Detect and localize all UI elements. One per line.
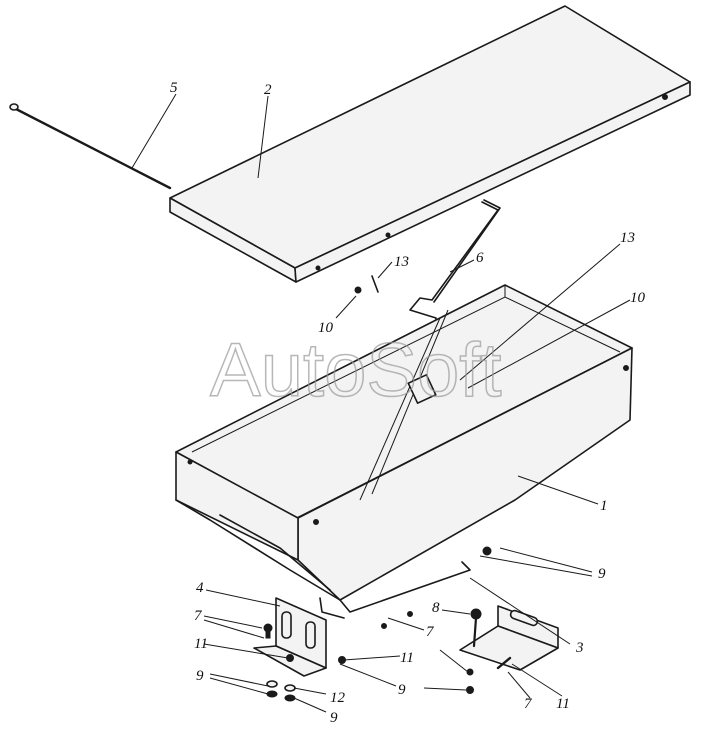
callout-1: 1	[600, 498, 608, 514]
callout-7-right: 7	[524, 696, 533, 712]
callout-3: 3	[575, 640, 584, 656]
callout-9-bottom: 9	[330, 710, 338, 726]
callout-12: 12	[330, 690, 346, 706]
callout-13-right: 13	[620, 230, 635, 246]
callout-7-left: 7	[194, 608, 203, 624]
watermark-text: AutoSoft	[210, 328, 502, 413]
callout-9-center: 9	[398, 682, 406, 698]
callout-7-mid: 7	[426, 624, 435, 640]
callout-11-right: 11	[556, 696, 570, 712]
rod	[9, 103, 172, 190]
left-bracket	[253, 597, 327, 677]
callout-13-top: 13	[394, 254, 409, 270]
callout-11-left: 11	[194, 636, 208, 652]
tray-body	[175, 284, 633, 619]
callout-4: 4	[196, 580, 204, 596]
right-bracket	[459, 605, 559, 671]
lid-panel	[169, 5, 691, 283]
callout-2: 2	[264, 82, 272, 98]
callout-9-right: 9	[598, 566, 606, 582]
fasteners	[266, 275, 512, 702]
leader-lines	[131, 93, 631, 713]
callout-11-mid: 11	[400, 650, 414, 666]
callout-9-left: 9	[196, 668, 204, 684]
callout-5: 5	[170, 80, 178, 96]
wire-bracket	[409, 199, 501, 399]
callout-10-right: 10	[630, 290, 646, 306]
callout-6: 6	[476, 250, 484, 266]
callout-8: 8	[432, 600, 440, 616]
callout-10-top: 10	[318, 320, 334, 336]
callout-labels: 5 2 6 13 10 13 10 1 9 4 7 8 7 3 11 11 9 …	[170, 80, 646, 726]
